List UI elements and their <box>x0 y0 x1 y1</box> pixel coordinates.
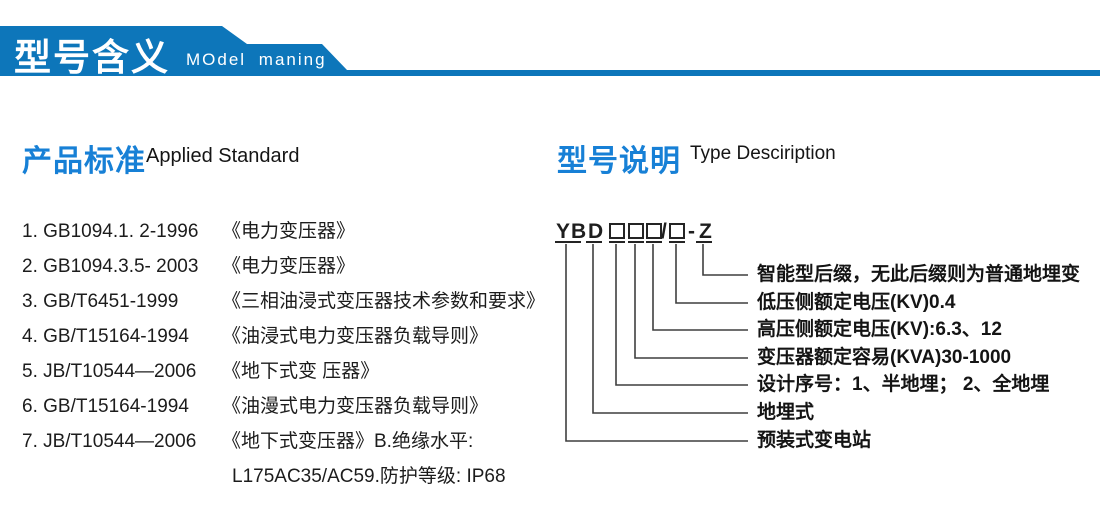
standard-title: 《三相油浸式变压器技术参数和要求》 <box>222 291 546 312</box>
type-description-heading-en: Type Desciription <box>690 143 836 164</box>
model-code-placeholder-box <box>609 223 625 239</box>
connector-line <box>675 244 748 304</box>
model-code-label: 低压侧额定电压(KV)0.4 <box>757 292 956 313</box>
standard-code: 4. GB/T15164-1994 <box>22 326 189 347</box>
standards-list-item: 7. JB/T10544—2006 《地下式变压器》B.绝缘水平: <box>22 424 552 459</box>
standard-title: 《地下式变 压器》 <box>222 361 380 382</box>
connector-line <box>634 244 748 359</box>
connector-line <box>565 244 748 442</box>
connector-line <box>592 244 748 414</box>
banner-ribbon-shape <box>0 26 1100 76</box>
model-code-slash: / <box>661 220 668 243</box>
standard-title: 《电力变压器》 <box>222 256 356 277</box>
standard-code: 5. JB/T10544—2006 <box>22 361 197 382</box>
standards-list-item: 6. GB/T15164-1994 《油漫式电力变压器负载导则》 <box>22 389 552 424</box>
model-code-suffix: Z <box>699 220 713 243</box>
connector-line <box>652 244 748 331</box>
standard-code: 3. GB/T6451-1999 <box>22 291 179 312</box>
standards-list: 1. GB1094.1. 2-1996 《电力变压器》 2. GB1094.3.… <box>22 214 552 494</box>
standards-list-item: 5. JB/T10544—2006 《地下式变 压器》 <box>22 354 552 389</box>
model-code-label: 地埋式 <box>757 402 815 423</box>
model-code-placeholder-box <box>669 223 685 239</box>
model-code-label: 高压侧额定电压(KV):6.3、12 <box>757 319 1002 340</box>
standard-code: 1. GB1094.1. 2-1996 <box>22 221 199 242</box>
model-code-label: 预装式变电站 <box>757 430 872 451</box>
standards-list-item: 2. GB1094.3.5- 2003 《电力变压器》 <box>22 249 552 284</box>
model-code-placeholder-box <box>628 223 644 239</box>
banner-title-en: MOdel maning <box>186 50 327 69</box>
standards-list-item: 4. GB/T15164-1994 《油浸式电力变压器负载导则》 <box>22 319 552 354</box>
standards-list-item: 1. GB1094.1. 2-1996 《电力变压器》 <box>22 214 552 249</box>
standards-list-item: 3. GB/T6451-1999 《三相油浸式变压器技术参数和要求》 <box>22 284 552 319</box>
model-code-type: D <box>588 220 604 243</box>
standard-continuation: L175AC35/AC59.防护等级: IP68 <box>232 466 506 487</box>
standard-code: 2. GB1094.3.5- 2003 <box>22 256 199 277</box>
model-code-prefix: YB <box>556 220 587 243</box>
standard-title: 《油浸式电力变压器负载导则》 <box>222 326 489 347</box>
standard-code: 7. JB/T10544—2006 <box>22 431 197 452</box>
standard-code: 6. GB/T15164-1994 <box>22 396 189 417</box>
model-code-placeholder-box <box>646 223 662 239</box>
standard-title: 《电力变压器》 <box>222 221 356 242</box>
model-code-dash: - <box>688 220 696 243</box>
connector-line <box>702 244 748 276</box>
model-code-label: 变压器额定容易(KVA)30-1000 <box>757 347 1012 368</box>
standard-title: 《地下式变压器》B.绝缘水平: <box>222 431 474 452</box>
standard-title: 《油漫式电力变压器负载导则》 <box>222 396 489 417</box>
applied-standard-heading-en: Applied Standard <box>146 145 300 167</box>
model-code-label: 设计序号：1、半地埋； 2、全地埋 <box>757 374 1050 395</box>
model-code-label: 智能型后缀，无此后缀则为普通地埋变 <box>757 264 1081 285</box>
banner-title-cn: 型号含义 <box>14 37 170 78</box>
type-description-heading-cn: 型号说明 <box>557 145 681 178</box>
connector-line <box>615 244 748 386</box>
applied-standard-heading-cn: 产品标准 <box>22 145 146 178</box>
